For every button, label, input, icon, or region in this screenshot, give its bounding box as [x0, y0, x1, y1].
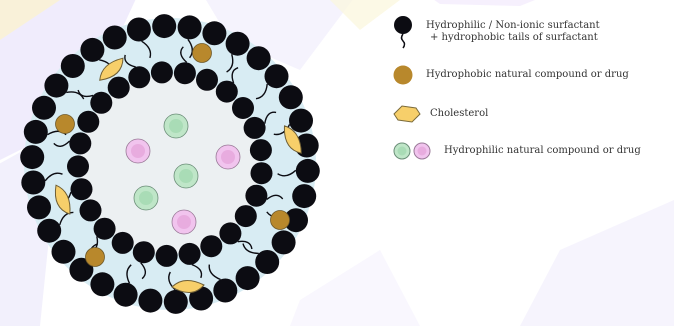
surfactant-head — [94, 218, 116, 240]
hydrophilic-compound-core — [169, 119, 183, 133]
surfactant-head — [32, 96, 56, 120]
surfactant-head — [289, 109, 313, 133]
hydrophilic-compound-icon — [392, 140, 434, 162]
surfactant-head — [152, 14, 176, 38]
legend-cholesterol-label: Cholesterol — [430, 108, 488, 120]
surfactant-molecule-icon — [392, 14, 414, 50]
legend-row-hydrophilic: Hydrophilic natural compound or drug — [392, 140, 641, 162]
surfactant-head — [151, 61, 173, 83]
legend-surfactant-line2: + hydrophobic tails of surfactant — [426, 32, 600, 44]
surfactant-head — [37, 219, 61, 243]
surfactant-head — [80, 199, 102, 221]
legend-hydrophilic-label: Hydrophilic natural compound or drug — [444, 145, 641, 157]
surfactant-head — [279, 85, 303, 109]
surfactant-head — [133, 241, 155, 263]
hydrophilic-compound-core — [179, 169, 193, 183]
surfactant-head — [69, 132, 91, 154]
surfactant-head — [202, 21, 226, 45]
surfactant-head — [24, 120, 48, 144]
surfactant-head — [27, 195, 51, 219]
surfactant-head — [127, 18, 151, 42]
surfactant-head — [292, 184, 316, 208]
surfactant-head — [296, 159, 320, 183]
legend-surfactant-line1: Hydrophilic / Non-ionic surfactant — [426, 20, 600, 32]
surfactant-head — [71, 178, 93, 200]
surfactant-head — [179, 243, 201, 265]
surfactant-head — [251, 162, 273, 184]
surfactant-head — [235, 205, 257, 227]
surfactant-head — [156, 245, 178, 267]
surfactant-head — [232, 97, 254, 119]
surfactant-head — [67, 155, 89, 177]
surfactant-head — [128, 66, 150, 88]
surfactant-head — [250, 139, 272, 161]
surfactant-head — [52, 240, 76, 264]
surfactant-head — [213, 279, 237, 303]
legend-row-cholesterol: Cholesterol — [392, 104, 488, 124]
surfactant-head — [61, 54, 85, 78]
surfactant-head — [138, 289, 162, 313]
hydrophobic-compound — [193, 44, 212, 63]
surfactant-head — [108, 77, 130, 99]
surfactant-head — [103, 26, 127, 50]
legend-row-hydrophobic: Hydrophobic natural compound or drug — [392, 64, 629, 86]
surfactant-head — [112, 232, 134, 254]
hydrophobic-compound — [271, 211, 290, 230]
surfactant-head — [245, 185, 267, 207]
hydrophobic-compound — [56, 115, 75, 134]
hydrophilic-compound-core — [131, 144, 145, 158]
surfactant-head — [226, 32, 250, 56]
surfactant-head — [20, 145, 44, 169]
surfactant-head — [219, 222, 241, 244]
niosome-diagram — [0, 0, 340, 326]
surfactant-head — [196, 69, 218, 91]
surfactant-head — [164, 290, 188, 314]
legend-hydrophobic-label: Hydrophobic natural compound or drug — [426, 69, 629, 81]
surfactant-head — [255, 250, 279, 274]
surfactant-head — [44, 74, 68, 98]
surfactant-head — [244, 117, 266, 139]
surfactant-head — [77, 111, 99, 133]
hydrophilic-compound-core — [177, 215, 191, 229]
legend-surfactant-text: Hydrophilic / Non-ionic surfactant + hyd… — [426, 20, 600, 44]
cholesterol-icon — [392, 104, 422, 124]
surfactant-head — [247, 46, 271, 70]
surfactant-head — [216, 81, 238, 103]
surfactant-head — [90, 92, 112, 114]
surfactant-head — [90, 272, 114, 296]
surfactant-head — [272, 230, 296, 254]
surfactant-head — [265, 64, 289, 88]
surfactant-head — [236, 266, 260, 290]
surfactant-head — [21, 171, 45, 195]
surfactant-head — [200, 235, 222, 257]
surfactant-head — [80, 38, 104, 62]
legend-row-surfactant: Hydrophilic / Non-ionic surfactant + hyd… — [392, 14, 600, 50]
hydrophobic-compound-icon — [392, 64, 414, 86]
surfactant-head — [174, 62, 196, 84]
surfactant-head — [114, 283, 138, 307]
hydrophilic-compound-core — [139, 191, 153, 205]
hydrophobic-compound — [86, 248, 105, 267]
hydrophilic-compound-core — [221, 150, 235, 164]
surfactant-head — [178, 15, 202, 39]
